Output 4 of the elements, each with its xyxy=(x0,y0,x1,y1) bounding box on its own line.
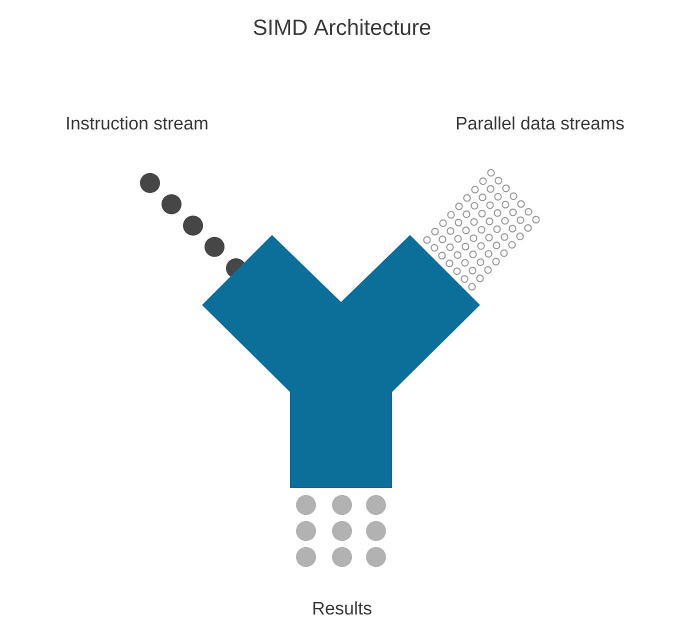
title: SIMD Architecture xyxy=(254,18,430,36)
label: Results xyxy=(313,601,372,615)
label: Instruction stream xyxy=(67,116,208,130)
label: Parallel data streams xyxy=(456,116,624,130)
